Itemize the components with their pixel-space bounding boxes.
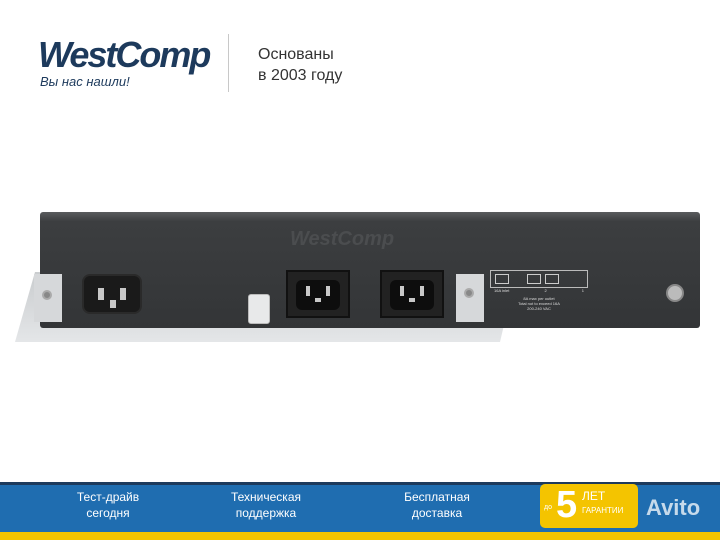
label-outlet-1: 1 bbox=[581, 288, 584, 293]
label-outlet-2: 2 bbox=[544, 288, 547, 293]
yellow-stripe bbox=[0, 532, 720, 540]
label-inlet: 16A inlet bbox=[494, 288, 510, 293]
label-line-3: 200-240 VAC bbox=[527, 306, 551, 311]
c19-outlet-2 bbox=[286, 270, 350, 318]
rating-label: 16A inlet 2 1 8A max per outlet Total not … bbox=[490, 270, 588, 311]
label-line-2: Total not to exceed 16A bbox=[518, 301, 560, 306]
pdu-device: WestComp 16A inlet 2 1 8A max per outlet T… bbox=[40, 212, 700, 328]
c19-outlet-1 bbox=[380, 270, 444, 318]
slogan: Вы нас нашли! bbox=[40, 74, 130, 89]
avito-watermark: Avito bbox=[646, 495, 701, 520]
founded-line-1: Основаны bbox=[258, 46, 334, 63]
left-ear bbox=[34, 274, 62, 322]
founded-text: Основаны в 2003 году bbox=[258, 44, 458, 86]
c20-inlet bbox=[82, 274, 142, 314]
divider bbox=[228, 34, 229, 92]
right-ear bbox=[456, 274, 484, 322]
warranty-badge: до 5 ЛЕТ ГАРАНТИИ bbox=[540, 484, 638, 528]
cable-clip bbox=[248, 294, 270, 324]
westcomp-logo: WestComp bbox=[38, 34, 211, 75]
label-line-1: 8A max per outlet bbox=[523, 296, 555, 301]
founded-line-2: в 2003 году bbox=[258, 67, 343, 84]
device-logo: WestComp bbox=[290, 228, 395, 250]
ground-screw bbox=[666, 284, 684, 302]
